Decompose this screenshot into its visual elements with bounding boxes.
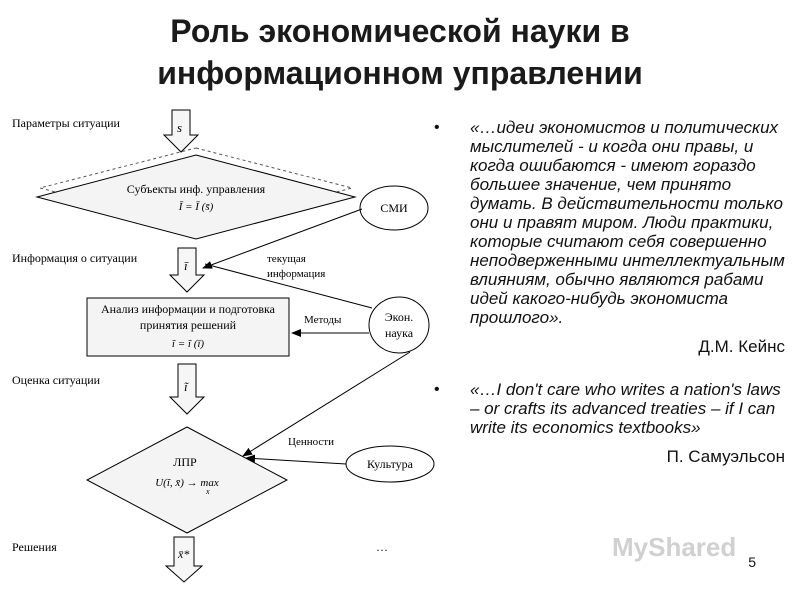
label-current-info-2: информация	[267, 268, 325, 280]
dm-title: ЛПР	[173, 455, 197, 469]
analysis-formula: ĩ = ĩ (ī)	[172, 338, 205, 350]
symbol-i-hat: ĩ	[184, 379, 189, 394]
edge-econ-to-info	[204, 263, 373, 309]
subjects-formula: Ī = Ī (s̄)	[178, 201, 214, 213]
node-smi	[359, 185, 429, 231]
label-current-info-1: текущая	[267, 253, 306, 265]
ellipsis: …	[376, 540, 388, 554]
node-smi-label: СМИ	[380, 201, 408, 215]
analysis-box	[86, 297, 290, 357]
title-line-2: информационном управлении	[157, 55, 643, 91]
analysis-line-1: Анализ информации и подготовка	[101, 302, 276, 316]
quote-samuelson-author: П. Самуэльсон	[666, 447, 785, 466]
dm-formula-sub: x	[205, 487, 210, 496]
title-line-1: Роль экономической науки в	[170, 13, 630, 49]
subjects-diamond	[35, 154, 357, 240]
dm-formula: U(ĩ, x̄) → max	[155, 477, 219, 489]
label-situation-params: Параметры ситуации	[12, 116, 121, 130]
analysis-line-2: принятия решений	[140, 318, 237, 332]
node-econ-label-2: наука	[385, 326, 414, 340]
quotes-block: • «…идеи экономистов и политических мысл…	[434, 118, 785, 466]
slide-title: Роль экономической науки в информационно…	[0, 10, 800, 94]
quote-keynes-text: «…идеи экономистов и политических мыслит…	[470, 118, 785, 327]
label-methods: Методы	[304, 314, 342, 326]
subjects-diamond-shadow	[39, 147, 353, 229]
node-culture-label: Культура	[367, 457, 414, 471]
quote-keynes: • «…идеи экономистов и политических мысл…	[434, 118, 785, 356]
label-values: Ценности	[288, 436, 334, 448]
arrow-block-x	[164, 536, 204, 583]
label-decisions: Решения	[12, 540, 57, 554]
arrow-block-i	[168, 247, 206, 293]
quote-samuelson-text: «…I don't care who writes a nation's law…	[470, 380, 781, 437]
subjects-title: Субъекты инф. управления	[127, 182, 266, 196]
symbol-s: s	[177, 120, 182, 135]
quote-samuelson: • «…I don't care who writes a nation's l…	[434, 380, 785, 466]
bullet-2: •	[434, 381, 440, 398]
label-situation-info: Информация о ситуации	[12, 251, 138, 265]
edge-econ-to-dm	[242, 351, 411, 457]
label-assessment: Оценка ситуации	[12, 373, 101, 387]
node-econ-science	[368, 296, 430, 354]
node-econ-label-1: Экон.	[385, 310, 414, 324]
page-number: 5	[748, 554, 756, 570]
arrow-block-s	[162, 109, 200, 153]
symbol-x: x̄*	[177, 547, 189, 561]
symbol-i: ī	[184, 258, 189, 273]
edge-smi-to-info	[202, 208, 363, 269]
watermark: MyShared	[612, 532, 737, 562]
arrow-block-i-hat	[168, 363, 206, 415]
quote-keynes-author: Д.М. Кейнс	[698, 337, 785, 356]
bullet-1: •	[434, 119, 440, 136]
edge-culture-to-dm	[245, 454, 347, 465]
